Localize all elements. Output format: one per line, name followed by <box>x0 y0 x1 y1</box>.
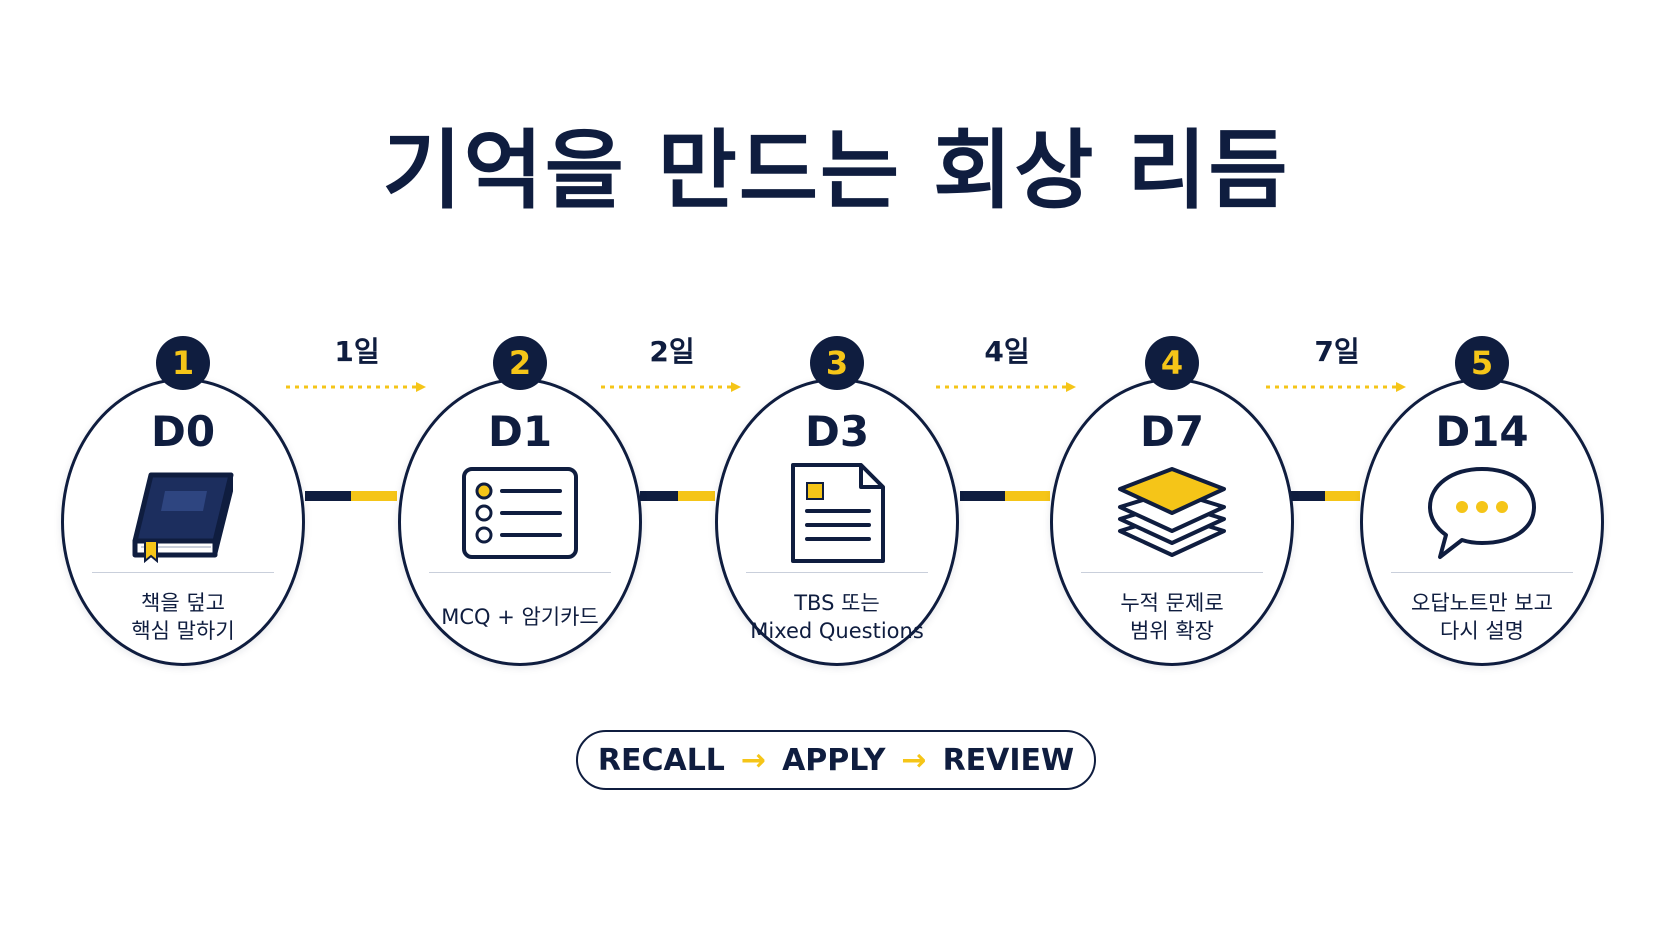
desc-line-1: 책을 덮고 <box>141 591 225 615</box>
interval-2: 2일 <box>597 338 747 394</box>
connector-2-3 <box>640 491 715 501</box>
step-d3: D3 TBS 또는 Mixed Questions <box>715 378 959 666</box>
desc-line-1: 오답노트만 보고 <box>1411 591 1553 615</box>
desc-line-1: 누적 문제로 <box>1120 591 1224 615</box>
day-label: D1 <box>487 407 553 456</box>
multiple-choice-card-icon <box>462 467 578 559</box>
closed-book-icon <box>132 472 234 563</box>
cycle-apply: APPLY <box>782 742 886 778</box>
desc-line-2: Mixed Questions <box>750 619 924 643</box>
day-label: D3 <box>804 407 870 456</box>
day-label: D0 <box>150 407 216 456</box>
step-d1: D1 MCQ + 암기카드 <box>398 378 642 666</box>
step-number-badge: 4 <box>1145 336 1199 390</box>
interval-3: 4일 <box>932 338 1082 394</box>
step-description: 오답노트만 보고 다시 설명 <box>1371 581 1593 653</box>
divider <box>1391 572 1573 573</box>
cycle-review: REVIEW <box>942 742 1075 778</box>
connector-3-4 <box>960 491 1050 501</box>
interval-4: 7일 <box>1262 338 1412 394</box>
divider <box>1081 572 1263 573</box>
step-description: TBS 또는 Mixed Questions <box>726 581 948 653</box>
cycle-recall: RECALL <box>597 742 725 778</box>
connector-4-5 <box>1290 491 1360 501</box>
desc-line-1: MCQ + 암기카드 <box>441 605 599 629</box>
stacked-layers-icon <box>1118 467 1226 557</box>
interval-label: 1일 <box>334 335 380 368</box>
right-arrow-icon: → <box>901 742 927 778</box>
desc-line-2: 핵심 말하기 <box>131 619 235 643</box>
day-label: D14 <box>1435 407 1529 456</box>
interval-1: 1일 <box>282 338 432 394</box>
step-d14: D14 오답노트만 보고 다시 설명 <box>1360 378 1604 666</box>
step-description: 책을 덮고 핵심 말하기 <box>72 581 294 653</box>
divider <box>746 572 928 573</box>
step-d0: D0 책을 덮고 핵심 말하기 <box>61 378 305 666</box>
day-label: D7 <box>1139 407 1205 456</box>
step-number-badge: 5 <box>1455 336 1509 390</box>
dotted-arrow-icon <box>601 382 741 392</box>
step-number-badge: 3 <box>810 336 864 390</box>
dotted-arrow-icon <box>286 382 426 392</box>
desc-line-2: 다시 설명 <box>1440 619 1524 643</box>
document-icon <box>791 463 885 563</box>
step-description: MCQ + 암기카드 <box>409 581 631 653</box>
desc-line-1: TBS 또는 <box>794 591 880 615</box>
interval-label: 7일 <box>1314 335 1360 368</box>
step-number-badge: 2 <box>493 336 547 390</box>
right-arrow-icon: → <box>740 742 767 778</box>
divider <box>92 572 274 573</box>
speech-bubble-icon <box>1428 467 1536 559</box>
divider <box>429 572 611 573</box>
step-number-badge: 1 <box>156 336 210 390</box>
step-description: 누적 문제로 범위 확장 <box>1061 581 1283 653</box>
interval-label: 4일 <box>984 335 1030 368</box>
page-title: 기억을 만드는 회상 리듬 <box>382 121 1290 221</box>
step-d7: D7 누적 문제로 범위 확장 <box>1050 378 1294 666</box>
desc-line-2: 범위 확장 <box>1130 619 1214 643</box>
dotted-arrow-icon <box>1266 382 1406 392</box>
dotted-arrow-icon <box>936 382 1076 392</box>
interval-label: 2일 <box>649 335 695 368</box>
recall-apply-review-pill: RECALL → APPLY → REVIEW <box>576 730 1096 790</box>
connector-1-2 <box>305 491 397 501</box>
